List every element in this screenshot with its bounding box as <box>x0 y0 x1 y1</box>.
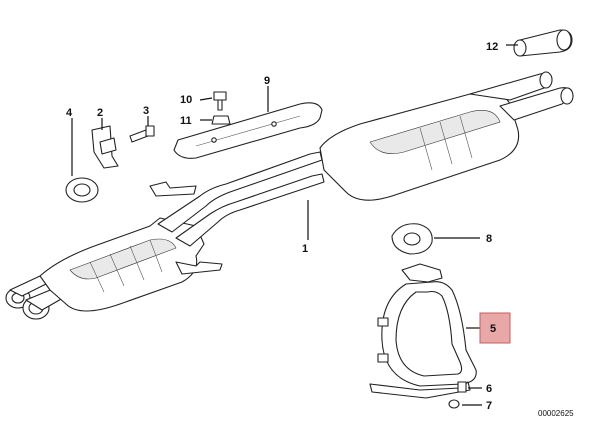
diagram-reference-code: 00002625 <box>538 409 574 418</box>
hanger-nut <box>448 399 460 409</box>
callout-labels: 4 2 3 10 11 9 12 1 8 5 6 7 <box>66 41 498 412</box>
highlight-box-part-5 <box>479 312 511 344</box>
callout-1: 1 <box>302 243 308 255</box>
callout-11: 11 <box>180 115 192 127</box>
callout-9: 9 <box>264 75 270 87</box>
tailpipe-tip <box>513 29 573 57</box>
hanger-bolt <box>457 381 467 393</box>
exhaust-pipe-assembly <box>5 71 574 320</box>
bolt-and-clip <box>211 91 231 125</box>
gasket-ring <box>391 223 433 255</box>
callout-3: 3 <box>143 105 149 117</box>
callout-12: 12 <box>486 41 498 53</box>
hanger-strap <box>369 263 477 399</box>
rubber-mount-ring <box>65 177 99 203</box>
callout-10: 10 <box>180 94 192 106</box>
clamp-bolt <box>129 125 155 143</box>
clamp-bracket <box>91 125 119 169</box>
callout-5: 5 <box>490 323 496 335</box>
callout-4: 4 <box>66 107 73 119</box>
callout-6: 6 <box>486 383 492 395</box>
callout-2: 2 <box>97 107 103 119</box>
callout-7: 7 <box>486 400 492 412</box>
leader-lines <box>71 44 518 406</box>
callout-8: 8 <box>486 233 492 245</box>
heat-shield <box>173 102 323 159</box>
